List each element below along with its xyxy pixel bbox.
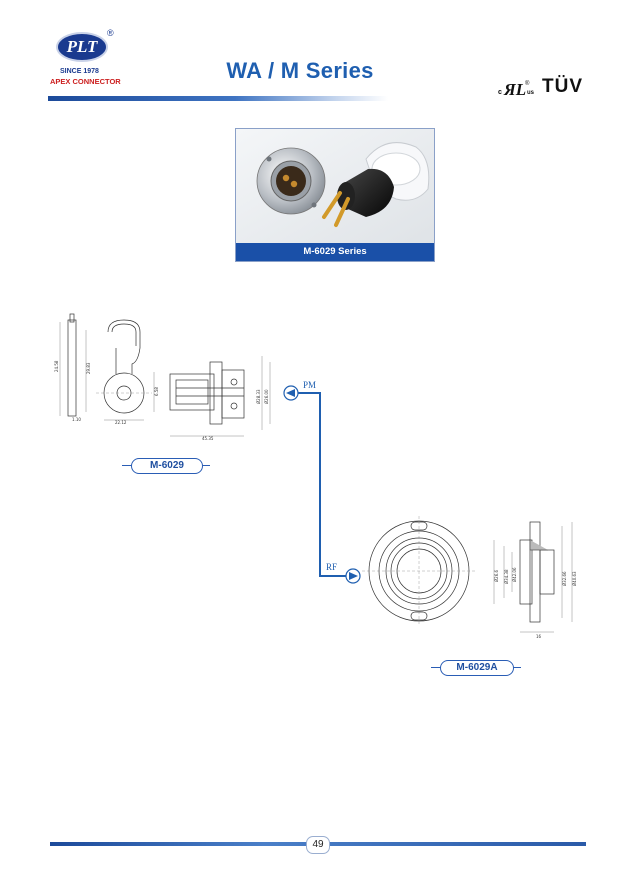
svg-text:c: c <box>498 89 502 96</box>
svg-text:ЯL: ЯL <box>503 80 526 99</box>
dim-width: 22.12 <box>115 420 127 425</box>
dim-d5: Ø40.63 <box>572 571 577 586</box>
certification-marks: c ЯL us ® TÜV <box>496 76 596 100</box>
logo-badge: PLT <box>56 32 108 62</box>
registered-mark: ® <box>107 28 114 38</box>
m6029a-front-view <box>362 516 476 626</box>
pm-label: PM <box>303 380 316 390</box>
rf-connector-marker: RF <box>326 562 361 584</box>
dim-side1: 24.58 <box>54 360 59 372</box>
pm-rf-link-line <box>298 392 346 577</box>
label-leader <box>431 667 441 668</box>
header-divider <box>48 96 388 101</box>
dim-d2: Ø34.38 <box>504 569 509 584</box>
dim-total-length: 45.35 <box>202 436 214 441</box>
dim-foot: 1.10 <box>72 417 81 422</box>
dim-dia2: Ø26.00 <box>264 389 269 404</box>
dim-height: 6.58 <box>154 387 159 396</box>
m6029-section-view <box>169 356 271 437</box>
page-title: WA / M Series <box>226 58 374 83</box>
page-number: 49 <box>306 836 330 854</box>
dim-w: 16 <box>536 634 542 639</box>
dim-side2: 29.83 <box>86 362 91 374</box>
dim-d1: Ø26.6 <box>494 569 499 582</box>
label-leader <box>511 667 521 668</box>
svg-text:us: us <box>527 90 535 96</box>
m6029-cap-front-view <box>96 319 155 421</box>
dim-d3: Ø42.06 <box>512 567 517 582</box>
rf-label: RF <box>326 562 337 572</box>
logo-company-name: APEX CONNECTOR <box>50 77 121 86</box>
photo-caption: M-6029 Series <box>236 243 434 261</box>
company-logo: PLT ® SINCE 1978 APEX CONNECTOR <box>50 28 121 90</box>
model-label-m6029a: M-6029A <box>440 660 514 676</box>
label-leader <box>200 465 210 466</box>
svg-text:®: ® <box>525 80 530 87</box>
product-photo: M-6029 Series <box>235 128 435 262</box>
m6029a-side-view <box>493 521 573 633</box>
m6029-side-view <box>59 313 87 417</box>
tuv-mark: TÜV <box>542 76 583 97</box>
technical-drawings: 22.12 45.35 1.10 24.58 29.83 6.58 Ø28.33… <box>54 313 577 639</box>
connector-photo-illustration <box>236 129 434 243</box>
pm-connector-marker: PM <box>283 380 316 401</box>
ul-mark-icon: c ЯL us ® <box>498 80 535 99</box>
dim-d4: Ø32.66 <box>562 571 567 586</box>
model-label-m6029: M-6029 <box>131 458 203 474</box>
logo-since: SINCE 1978 <box>60 68 99 75</box>
label-leader <box>122 465 132 466</box>
dim-dia: Ø28.33 <box>256 389 261 404</box>
